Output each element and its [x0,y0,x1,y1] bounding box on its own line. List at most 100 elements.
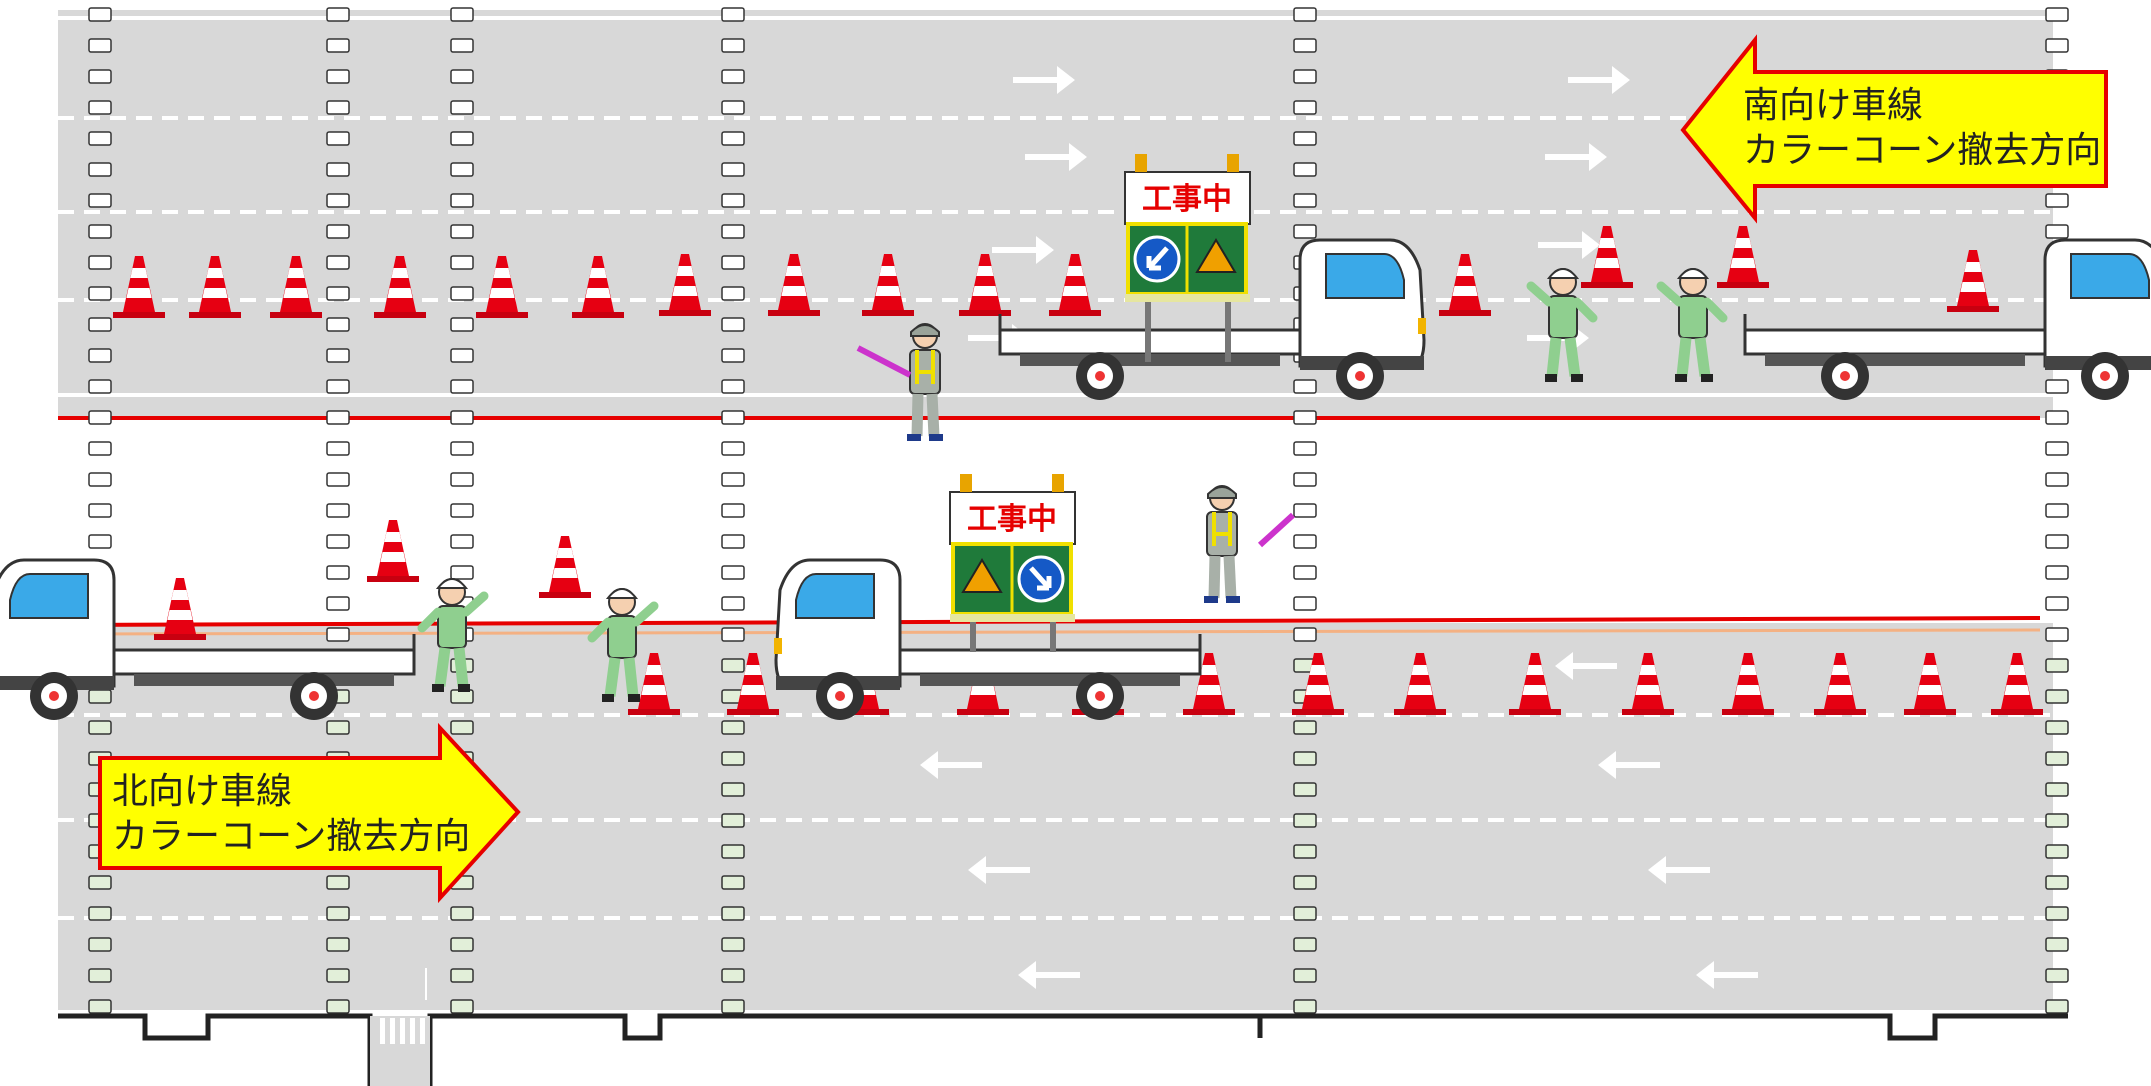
lane-marker [451,907,473,920]
lane-marker [327,132,349,145]
lane-marker [451,256,473,269]
lane-marker [1294,752,1316,765]
lane-marker [722,938,744,951]
lane-marker [327,349,349,362]
lane-marker [722,628,744,641]
lane-marker [89,969,111,982]
lane-marker [722,132,744,145]
lane-marker [451,442,473,455]
lane-marker [722,969,744,982]
lane-marker [2046,845,2068,858]
lane-marker [2046,721,2068,734]
lane-marker [2046,1000,2068,1013]
lane-marker [327,504,349,517]
sign-upper-text: 工事中 [1142,182,1232,217]
lane-marker [89,535,111,548]
lane-marker [327,535,349,548]
southbound-callout-line1: 南向け車線 [1743,85,1923,126]
lane-marker [722,318,744,331]
lane-marker [327,411,349,424]
lane-marker [722,194,744,207]
lane-marker [722,411,744,424]
lane-marker [89,380,111,393]
lane-marker [1294,597,1316,610]
lane-marker [722,659,744,672]
lane-marker [89,907,111,920]
lane-marker [327,628,349,641]
lane-marker [327,256,349,269]
lane-marker [722,1000,744,1013]
lane-marker [1294,1000,1316,1013]
lane-marker [451,721,473,734]
lane-marker [89,225,111,238]
lane-marker [89,349,111,362]
lane-marker [722,535,744,548]
lane-marker [451,70,473,83]
lane-marker [2046,659,2068,672]
lane-marker [451,287,473,300]
lane-marker [89,690,111,703]
lane-marker [327,101,349,114]
lane-marker [2046,194,2068,207]
lane-marker [2046,907,2068,920]
lane-marker [2046,473,2068,486]
lane-marker [2046,8,2068,21]
lane-marker [722,814,744,827]
lane-marker [451,380,473,393]
lane-marker [722,287,744,300]
lane-marker [451,225,473,238]
lane-marker [722,566,744,579]
lane-marker [1294,721,1316,734]
lane-marker [451,39,473,52]
lane-marker [2046,411,2068,424]
lane-marker [89,318,111,331]
northbound-callout-line1: 北向け車線 [112,771,292,812]
lane-marker [89,101,111,114]
lane-marker [451,132,473,145]
lane-marker [89,132,111,145]
lane-marker [2046,628,2068,641]
northbound-callout-line2: カラーコーン撤去方向 [112,816,470,857]
lane-marker [327,566,349,579]
lane-marker [89,876,111,889]
lane-marker [451,969,473,982]
lane-marker [327,1000,349,1013]
lane-marker [327,287,349,300]
lane-marker [89,473,111,486]
lane-marker [722,8,744,21]
lane-marker [1294,938,1316,951]
lane-marker [1294,845,1316,858]
lane-marker [451,1000,473,1013]
lane-marker [2046,690,2068,703]
lane-marker [89,194,111,207]
lane-marker [327,597,349,610]
lane-marker [722,752,744,765]
lane-marker [451,8,473,21]
lane-marker [2046,504,2068,517]
lane-marker [451,938,473,951]
lane-marker [89,442,111,455]
lane-marker [89,70,111,83]
lane-marker [2046,876,2068,889]
lane-marker [722,876,744,889]
lane-marker [2046,535,2068,548]
lane-marker [2046,380,2068,393]
lane-marker [327,721,349,734]
lane-marker [722,380,744,393]
lane-marker [722,349,744,362]
lane-marker [1294,473,1316,486]
lane-marker [327,163,349,176]
lane-marker [89,1000,111,1013]
lane-marker [451,349,473,362]
lane-marker [89,8,111,21]
lane-marker [722,783,744,796]
lane-marker [327,969,349,982]
lane-marker [89,39,111,52]
lane-marker [1294,566,1316,579]
lane-marker [1294,907,1316,920]
lane-marker [327,225,349,238]
lane-marker [722,225,744,238]
lane-marker [89,256,111,269]
lane-marker [2046,442,2068,455]
